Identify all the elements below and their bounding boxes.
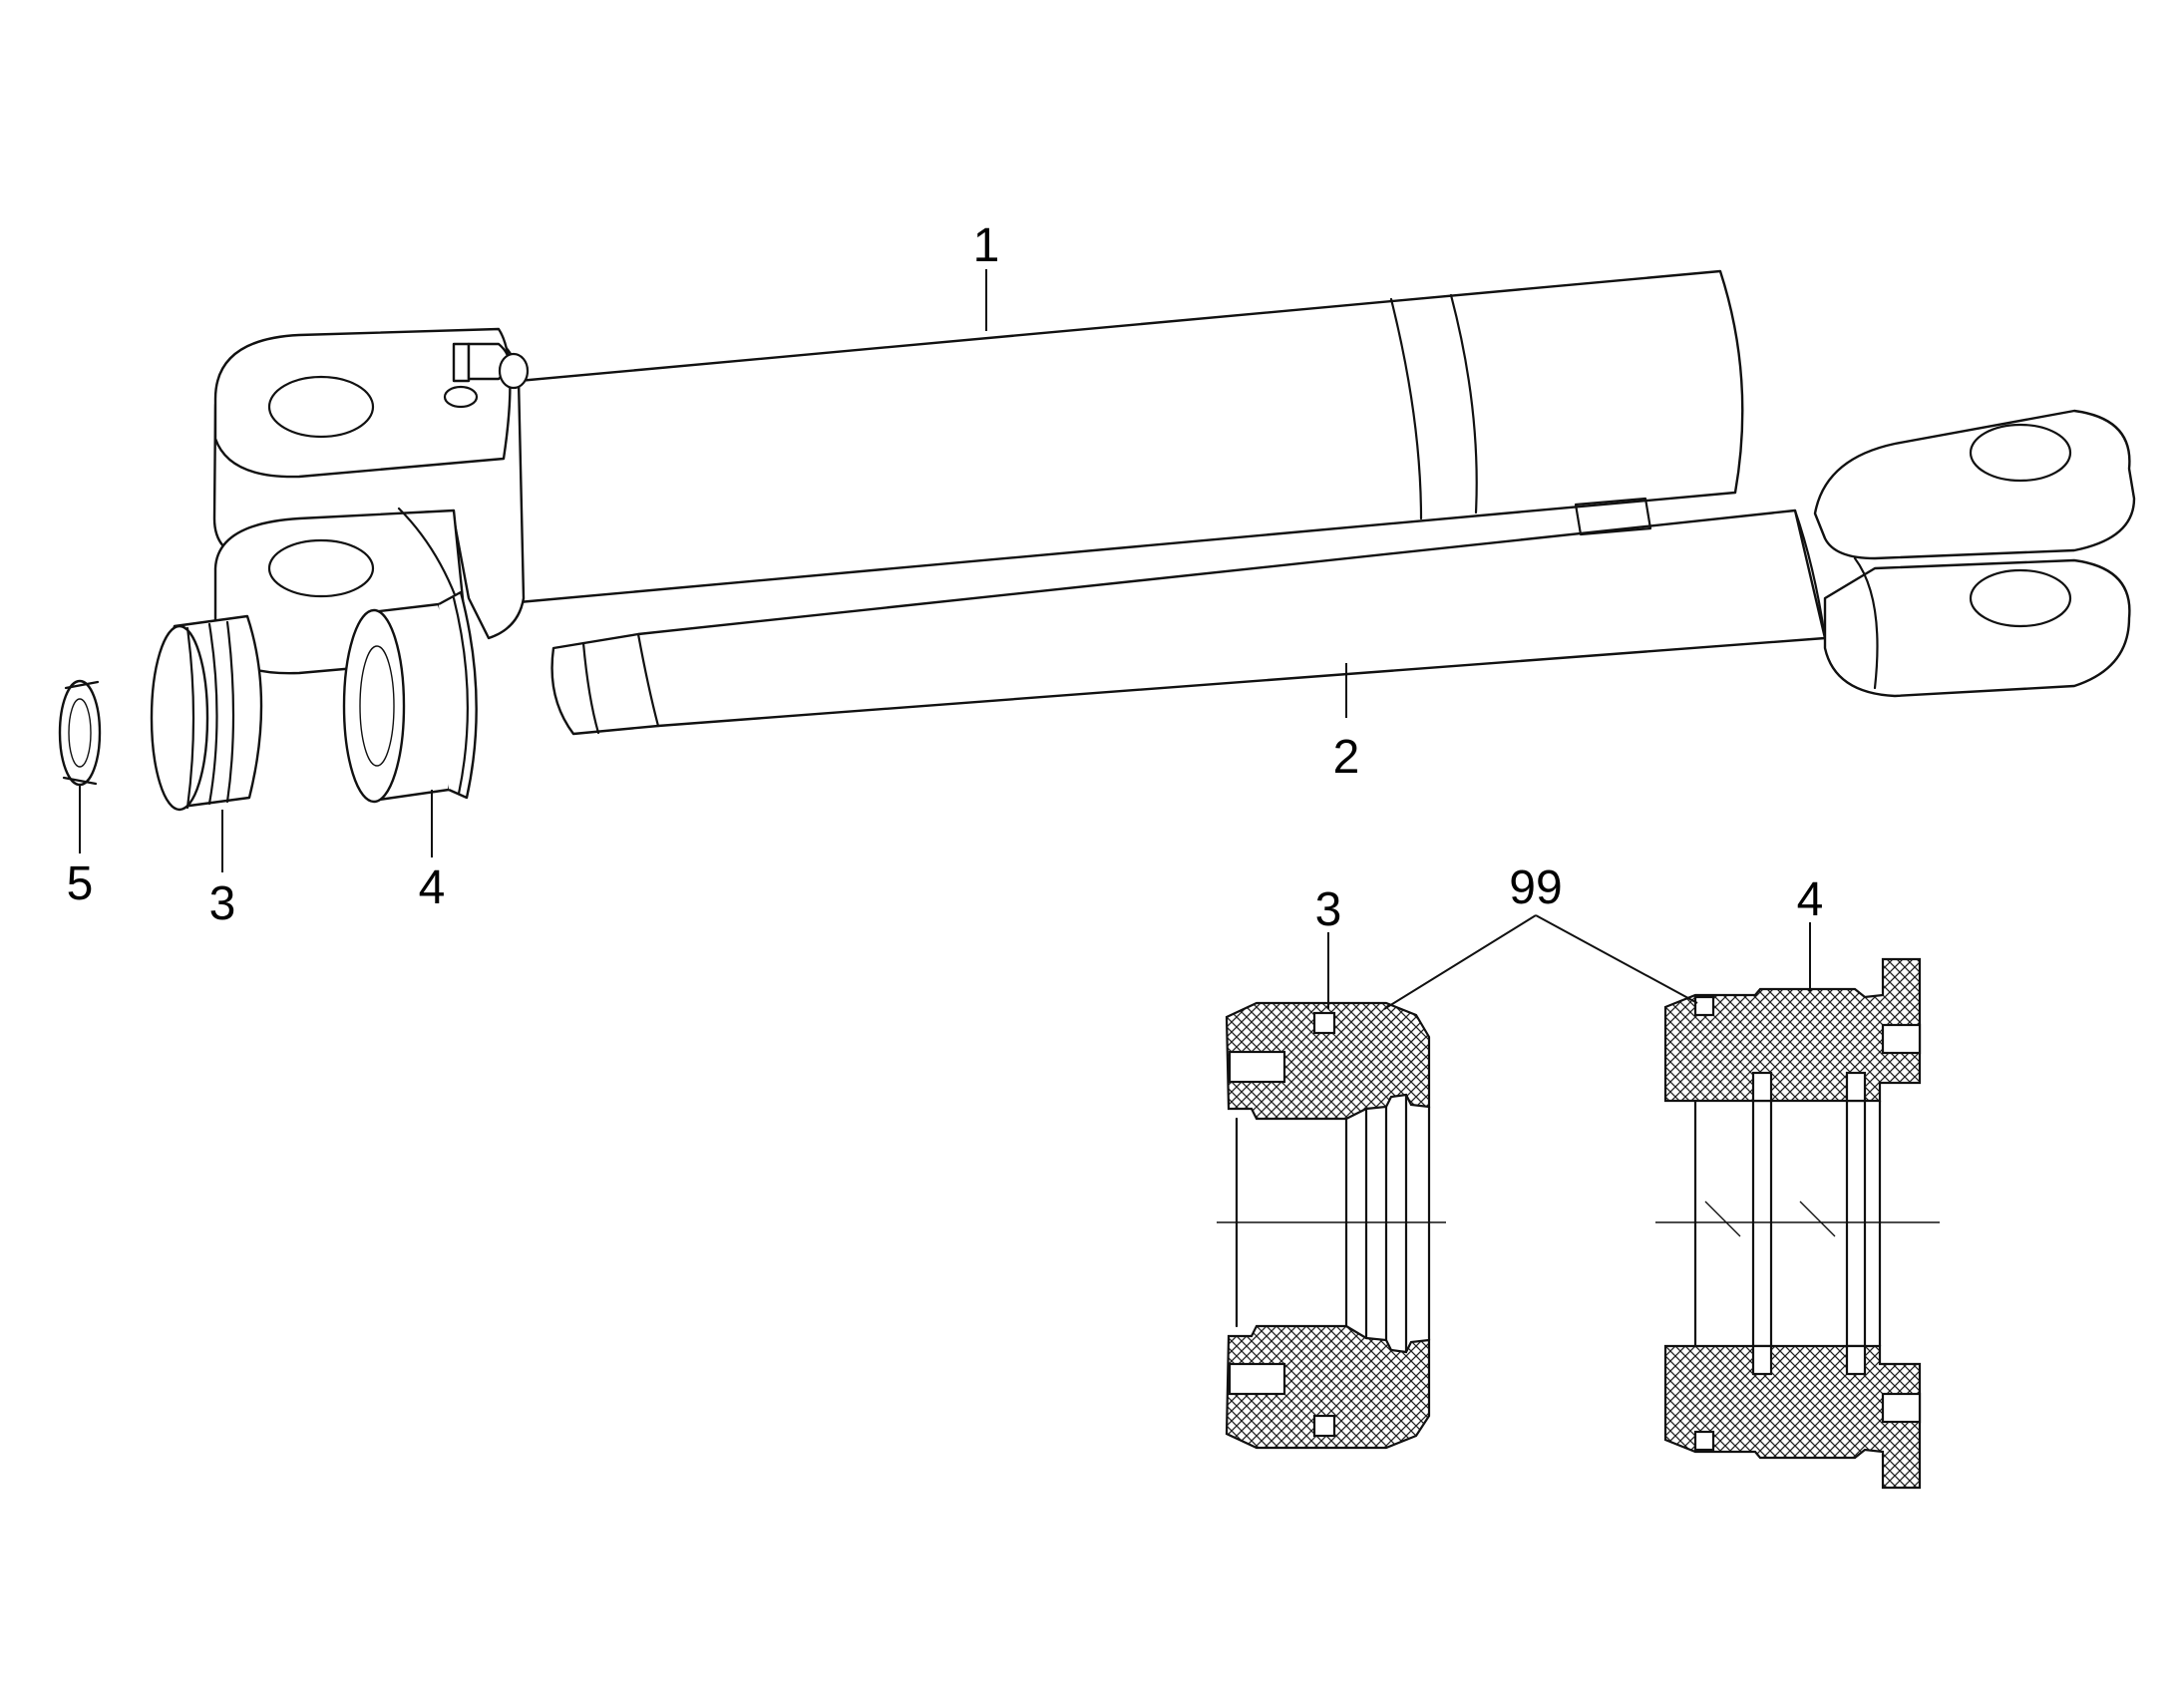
leader-lines	[79, 269, 1811, 1010]
piston-rod	[550, 409, 2136, 736]
piston-4	[342, 590, 478, 804]
callout-1: 1	[973, 219, 1000, 272]
nut	[58, 679, 102, 787]
callout-3-section: 3	[1315, 883, 1342, 936]
callout-3-exploded: 3	[209, 877, 236, 930]
callout-4-section: 4	[1797, 873, 1824, 926]
section-3	[1217, 1001, 1446, 1450]
piston-3	[150, 614, 263, 812]
grease-fitting-icon	[443, 342, 530, 409]
callout-4-exploded: 4	[419, 861, 446, 914]
callout-2: 2	[1333, 731, 1360, 784]
callout-99: 99	[1509, 861, 1562, 914]
section-4	[1655, 957, 1940, 1490]
callout-5: 5	[67, 857, 94, 910]
